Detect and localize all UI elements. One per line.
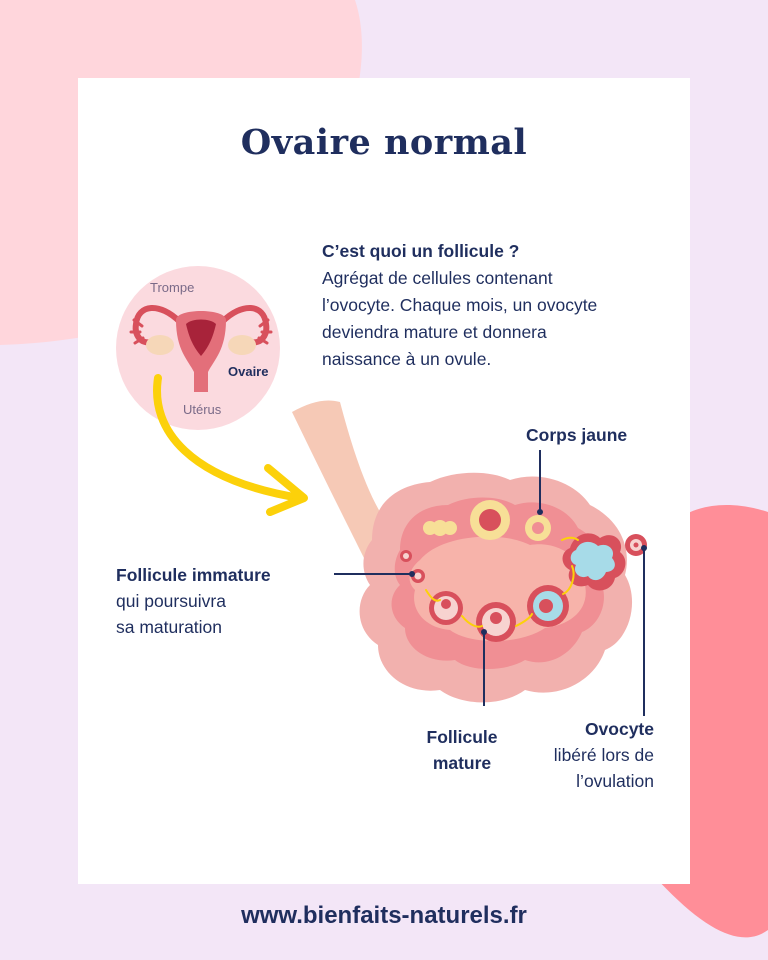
label-ovaire: Ovaire — [228, 364, 269, 379]
immature-title: Follicule immature — [116, 565, 271, 585]
follicle-definition: C’est quoi un follicule ? Agrégat de cel… — [322, 238, 662, 373]
mature-title: mature — [432, 753, 492, 773]
corps-jaune-title: Corps jaune — [526, 425, 628, 445]
ovocyte-desc: libéré lors de — [553, 745, 654, 765]
definition-heading: C’est quoi un follicule ? — [322, 241, 520, 261]
label-uterus: Utérus — [183, 402, 222, 417]
ovocyte-desc: l’ovulation — [576, 771, 654, 791]
label-follicule-immature: Follicule immature qui poursuivra sa mat… — [116, 562, 271, 640]
immature-desc: sa maturation — [116, 617, 223, 637]
label-follicule-mature: Follicule mature — [412, 724, 512, 776]
yellow-arrow-head — [264, 464, 308, 516]
mature-title: Follicule — [426, 727, 498, 747]
definition-line: naissance à un ovule. — [322, 349, 492, 369]
definition-line: deviendra mature et donnera — [322, 322, 547, 342]
definition-line: Agrégat de cellules contenant — [322, 268, 553, 288]
label-trompe: Trompe — [150, 280, 195, 295]
follicle-growing-1 — [429, 591, 463, 625]
content-card — [78, 78, 690, 884]
released-ovocyte — [625, 534, 647, 556]
follicle-mature-large — [527, 585, 569, 627]
definition-line: l’ovocyte. Chaque mois, un ovocyte — [322, 295, 598, 315]
immature-desc: qui poursuivra — [116, 591, 226, 611]
maturation-arrows — [425, 536, 579, 628]
page-title: Ovaire normal — [240, 122, 528, 163]
footer-url[interactable]: www.bienfaits-naturels.fr — [241, 902, 527, 929]
ovocyte-title: Ovocyte — [584, 719, 654, 739]
follicle-growing-2 — [476, 602, 516, 642]
label-corps-jaune: Corps jaune — [526, 422, 627, 448]
corps-jaune — [423, 500, 551, 541]
fallopian-tube — [292, 400, 385, 560]
uterus-icon — [129, 305, 273, 392]
yellow-arrow — [153, 374, 304, 502]
follicle-small-1 — [400, 550, 412, 562]
label-ovocyte: Ovocyte libéré lors de l’ovulation — [520, 716, 654, 794]
